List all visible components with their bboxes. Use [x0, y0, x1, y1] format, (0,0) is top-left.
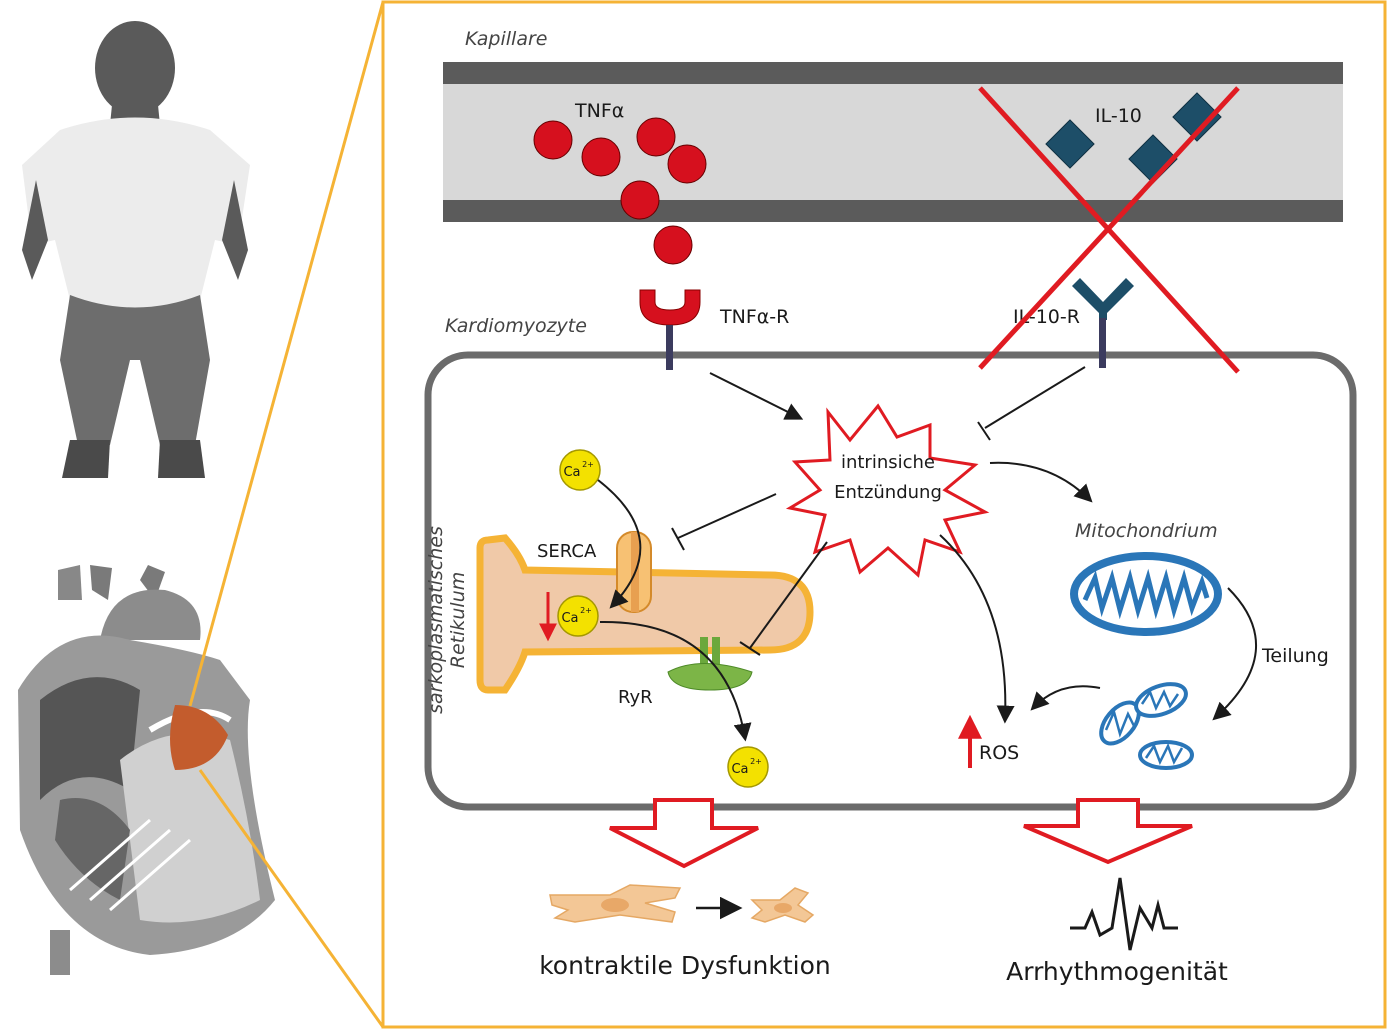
inhibit-serca — [677, 493, 777, 539]
inhibit-bar — [977, 421, 991, 441]
ryr-channel — [667, 637, 753, 691]
arrow-calcium-uptake — [597, 479, 642, 609]
il10-receptor — [1072, 278, 1134, 368]
svg-text:Ca: Ca — [563, 465, 580, 480]
sarcoplasmic-reticulum — [476, 534, 814, 694]
inhibit-il10-to-inflammation — [984, 366, 1086, 429]
arrhythmogenicity-label: Arrhythmogenität — [1006, 957, 1228, 986]
svg-text:Ca: Ca — [731, 762, 748, 777]
outcome-arrow-right — [1023, 798, 1193, 865]
tnfa-receptor — [639, 289, 701, 370]
ryr-label: RyR — [618, 687, 653, 708]
arrow-calcium-release — [599, 620, 752, 742]
serca-pump — [616, 531, 652, 613]
tnfa-molecule — [581, 137, 621, 177]
inflammation-label-line2: Entzündung — [834, 482, 942, 503]
arrow-mitochondrial-division — [1212, 587, 1257, 721]
il10-molecule — [1128, 134, 1178, 184]
tnfa-molecules — [533, 117, 707, 265]
zoom-connector-top — [188, 1, 385, 707]
il10-label: IL-10 — [1095, 105, 1142, 127]
zoom-frame — [381, 0, 1387, 1029]
il10-molecules — [1045, 92, 1222, 184]
cardiomyocyte-normal-icon — [549, 884, 682, 923]
il10-molecule — [1172, 92, 1222, 142]
arrow-inflammation-to-mitochondrium — [989, 461, 1093, 503]
tnfa-molecule — [636, 117, 676, 157]
mitochondrion-label: Mitochondrium — [1075, 520, 1218, 542]
cardiomyocyte-shrunk-icon — [750, 887, 815, 923]
tnfa-molecule — [667, 144, 707, 184]
inhibit-ryr — [749, 541, 828, 649]
tnfa-molecule — [620, 180, 660, 220]
svg-text:2+: 2+ — [582, 460, 594, 469]
heart-illustration — [18, 565, 275, 975]
sr-label-line1: sarkoplasmatisches — [425, 526, 447, 714]
contractile-dysfunction-label: kontraktile Dysfunktion — [539, 951, 831, 980]
arrow-inflammation-to-ros — [939, 534, 1015, 724]
svg-text:2+: 2+ — [750, 757, 762, 766]
capillary-label: Kapillare — [465, 28, 547, 50]
il10-molecule — [1045, 119, 1095, 169]
ros-label: ROS — [979, 742, 1019, 764]
calcium-ion-released: Ca 2+ — [727, 746, 769, 788]
mitochondria-fragments — [1099, 682, 1194, 770]
zoom-connector-bottom — [198, 769, 385, 1028]
tnfa-molecule — [653, 225, 693, 265]
division-label: Teilung — [1261, 645, 1329, 667]
arrow-tnfa-to-inflammation — [709, 372, 804, 420]
obese-person-illustration — [22, 21, 250, 478]
cardiomyocyte-membrane — [424, 351, 1357, 811]
calcium-ion-cytosol: Ca 2+ — [559, 449, 601, 491]
cardiomyocyte-label: Kardiomyozyte — [445, 315, 587, 337]
capillary — [443, 62, 1343, 222]
inflammation-star — [785, 403, 990, 578]
tnfa-receptor-label: TNFα-R — [719, 306, 789, 328]
sr-label-line2: Retikulum — [447, 572, 469, 669]
svg-text:2+: 2+ — [580, 606, 592, 615]
arrow-mitochondria-to-ros — [1030, 685, 1101, 711]
tnfa-label: TNFα — [574, 100, 624, 122]
inflammation-label-line1: intrinsiche — [841, 452, 935, 473]
ecg-trace-icon — [1070, 877, 1178, 951]
red-cross-line — [978, 86, 1240, 370]
calcium-ion-sr: Ca 2+ — [557, 595, 599, 637]
serca-label: SERCA — [537, 541, 597, 562]
mitochondrion-large — [1070, 552, 1222, 636]
svg-text:Ca: Ca — [561, 611, 578, 626]
outcome-arrow-left — [609, 798, 759, 869]
heart-highlight-region — [170, 705, 228, 770]
tnfa-molecule — [533, 120, 573, 160]
